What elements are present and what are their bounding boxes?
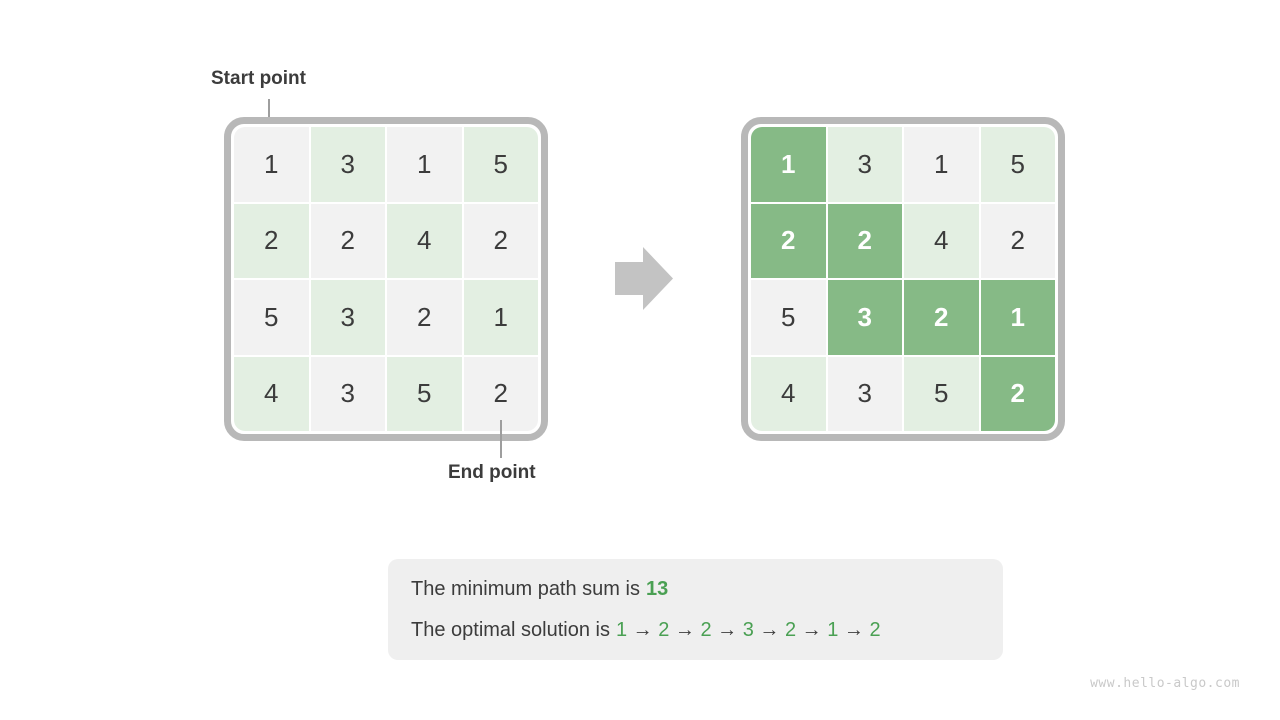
grid-cell-3-0: 4 (751, 356, 826, 431)
min-path-sum-value: 13 (645, 578, 669, 600)
arrow-separator: → (796, 619, 828, 641)
solution-step-3: 3 (742, 619, 754, 641)
caption-line2-text: The optimal solution is (411, 619, 610, 641)
grid-cell-1-0: 2 (751, 203, 826, 278)
end-point-leader-line (500, 420, 502, 458)
transform-arrow-icon (615, 247, 673, 310)
grid-cell-0-2: 1 (387, 127, 462, 202)
grid-cell-0-1: 3 (310, 127, 385, 202)
grid-cell-2-2: 2 (904, 280, 979, 355)
grid-cell-3-3: 2 (463, 356, 538, 431)
arrow-separator: → (627, 619, 659, 641)
start-point-label: Start point (211, 68, 306, 89)
solution-step-1: 2 (658, 619, 670, 641)
grid-cell-2-1: 3 (827, 280, 902, 355)
arrow-separator: → (838, 619, 870, 641)
solution-step-2: 2 (700, 619, 712, 641)
solution-step-0: 1 (615, 619, 628, 641)
grid-cell-3-3: 2 (980, 356, 1055, 431)
solution-step-4: 2 (784, 619, 797, 641)
grid-cell-1-0: 2 (234, 203, 309, 278)
grid-cell-2-0: 5 (234, 280, 309, 355)
grid-cell-1-3: 2 (463, 203, 538, 278)
grid-cell-3-1: 3 (827, 356, 902, 431)
grid-cell-3-2: 5 (904, 356, 979, 431)
optimal-solution-sequence: 1 → 2 → 2 → 3 → 2 → 1 → 2 (616, 619, 881, 641)
grid-cell-2-3: 1 (463, 280, 538, 355)
grid-cell-1-1: 2 (827, 203, 902, 278)
grid-cell-2-1: 3 (310, 280, 385, 355)
grid-cell-0-2: 1 (904, 127, 979, 202)
grid-cell-2-3: 1 (980, 280, 1055, 355)
grid-cell-1-2: 4 (387, 203, 462, 278)
arrow-separator: → (669, 619, 701, 641)
grid-cell-1-1: 2 (310, 203, 385, 278)
grid-cell-0-0: 1 (234, 127, 309, 202)
arrow-separator: → (753, 619, 785, 641)
end-point-label: End point (448, 462, 536, 483)
grid-cell-1-3: 2 (980, 203, 1055, 278)
grid-cell-0-3: 5 (980, 127, 1055, 202)
grid-cell-3-2: 5 (387, 356, 462, 431)
grid-cell-0-1: 3 (827, 127, 902, 202)
solution-step-5: 1 (827, 619, 839, 641)
grid-cell-0-3: 5 (463, 127, 538, 202)
grid-cell-3-0: 4 (234, 356, 309, 431)
grid-cell-1-2: 4 (904, 203, 979, 278)
grid-cell-2-0: 5 (751, 280, 826, 355)
grid-cell-2-2: 2 (387, 280, 462, 355)
grid-cell-0-0: 1 (751, 127, 826, 202)
arrow-separator: → (711, 619, 743, 641)
watermark: www.hello-algo.com (1090, 676, 1240, 691)
solution-step-6: 2 (869, 619, 881, 641)
grid-cell-3-1: 3 (310, 356, 385, 431)
caption-line1-text: The minimum path sum is (411, 578, 640, 600)
